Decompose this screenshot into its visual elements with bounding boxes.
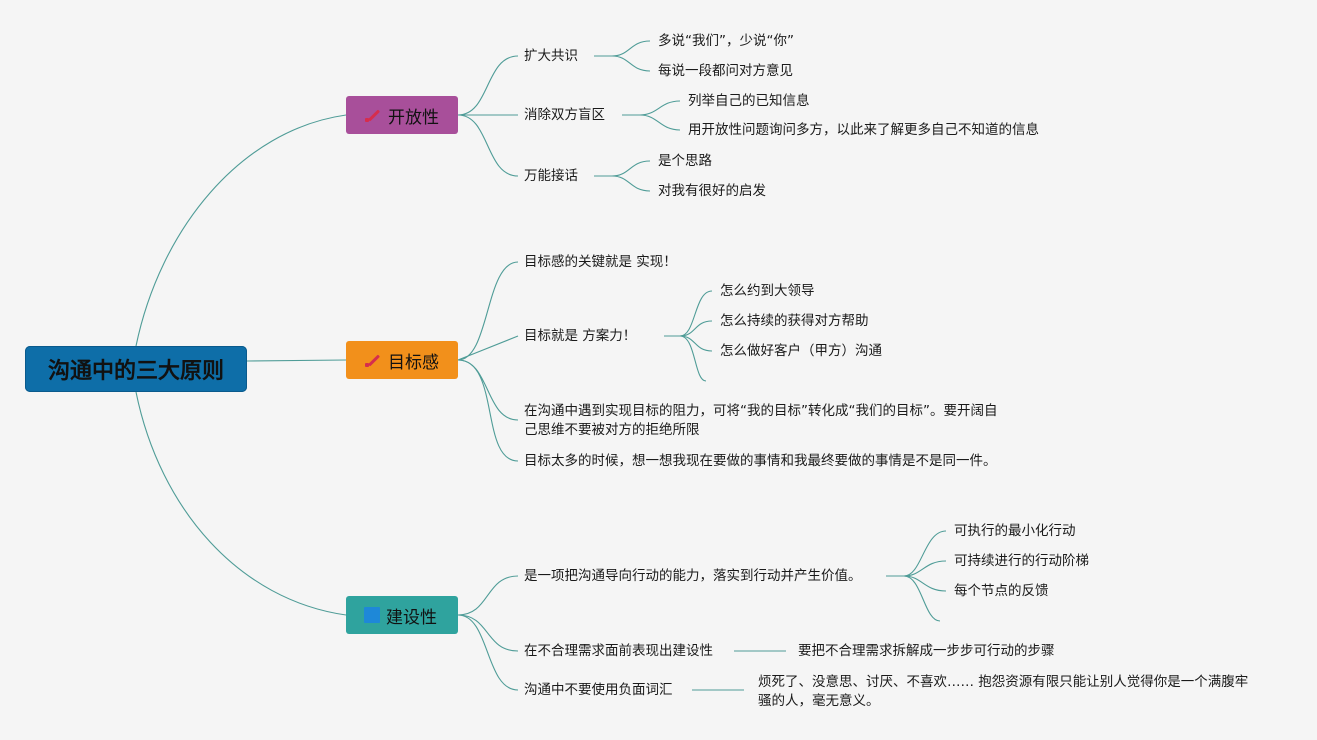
- topic-node[interactable]: 扩大共识: [524, 48, 578, 64]
- topic-node[interactable]: 目标就是 方案力！: [524, 328, 637, 344]
- subtopic-node[interactable]: 可持续进行的行动阶梯: [954, 553, 1089, 569]
- branch-label: 建设性: [386, 607, 437, 628]
- topic-node[interactable]: 目标太多的时候，想一想我现在要做的事情和我最终要做的事情是不是同一件。: [524, 453, 997, 469]
- subtopic-node[interactable]: 是个思路: [658, 153, 712, 169]
- branch-goal[interactable]: 目标感: [346, 341, 458, 379]
- subtopic-node[interactable]: 可执行的最小化行动: [954, 523, 1076, 539]
- link-root-constructive: [135, 391, 347, 616]
- subtopic-node[interactable]: 每说一段都问对方意见: [658, 63, 793, 79]
- subtopic-node[interactable]: 要把不合理需求拆解成一步步可行动的步骤: [798, 643, 1055, 659]
- root-node[interactable]: 沟通中的三大原则: [25, 346, 247, 392]
- subtopic-node[interactable]: 多说“我们”，少说“你”: [658, 33, 794, 49]
- topic-node[interactable]: 消除双方盲区: [524, 107, 605, 123]
- subtopic-node[interactable]: 对我有很好的启发: [658, 183, 766, 199]
- topic-node[interactable]: 目标感的关键就是 实现！: [524, 254, 677, 270]
- subtopic-node[interactable]: 列举自己的已知信息: [688, 93, 810, 109]
- brush-icon: [364, 351, 382, 369]
- subtopic-node[interactable]: 每个节点的反馈: [954, 583, 1049, 599]
- topic-node[interactable]: 万能接话: [524, 168, 578, 184]
- branch-label: 开放性: [388, 107, 439, 128]
- branch-constructive[interactable]: 建设性: [346, 596, 458, 634]
- topic-node[interactable]: 在沟通中遇到实现目标的阻力，可将“我的目标”转化成“我们的目标”。要开阔自己思维…: [524, 403, 998, 438]
- brush-icon: [364, 106, 382, 124]
- square-icon: [364, 607, 380, 623]
- topic-node[interactable]: 在不合理需求面前表现出建设性: [524, 643, 713, 659]
- link-root-goal: [246, 359, 347, 362]
- branch-label: 目标感: [388, 352, 439, 373]
- subtopic-node[interactable]: 烦死了、没意思、讨厌、不喜欢…… 抱怨资源有限只能让别人觉得你是一个满腹牢骚的人…: [758, 674, 1249, 709]
- root-label: 沟通中的三大原则: [47, 359, 224, 384]
- topic-node[interactable]: 是一项把沟通导向行动的能力，落实到行动并产生价值。: [524, 568, 862, 584]
- branch-openness[interactable]: 开放性: [346, 96, 458, 134]
- subtopic-node[interactable]: 怎么做好客户（甲方）沟通: [720, 343, 882, 359]
- subtopic-node[interactable]: 用开放性问题询问多方，以此来了解更多自己不知道的信息: [688, 122, 1039, 138]
- subtopic-node[interactable]: 怎么持续的获得对方帮助: [720, 313, 869, 329]
- subtopic-node[interactable]: 怎么约到大领导: [720, 283, 815, 299]
- topic-node[interactable]: 沟通中不要使用负面词汇: [524, 682, 673, 698]
- link-root-openness: [135, 114, 347, 347]
